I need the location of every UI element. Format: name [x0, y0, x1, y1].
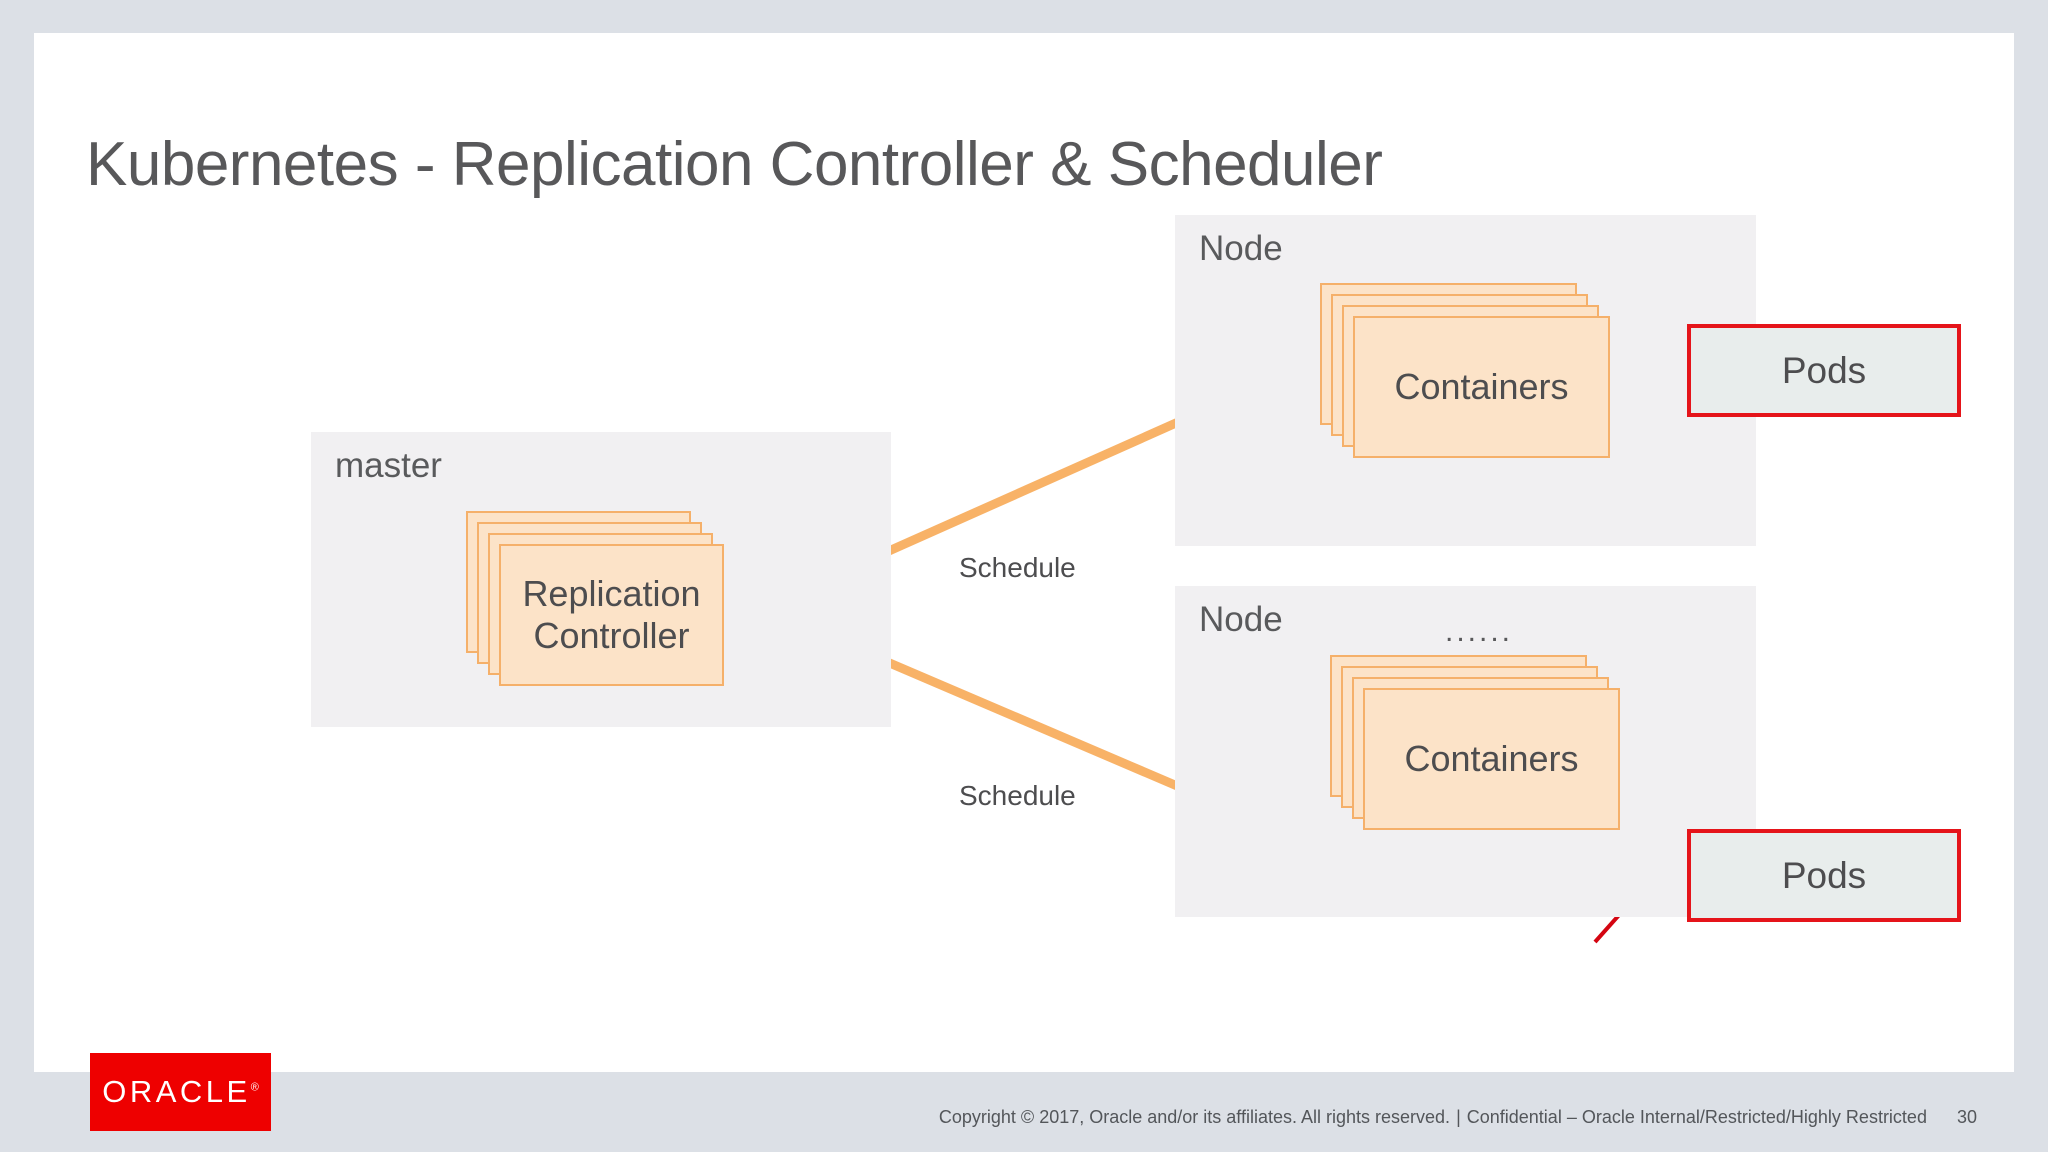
footer-copyright: Copyright © 2017, Oracle and/or its affi… [938, 1107, 1451, 1127]
oracle-wordmark: ORACLE® [102, 1074, 259, 1110]
oracle-wordmark-text: ORACLE [102, 1074, 251, 1109]
page-title: Kubernetes - Replication Controller & Sc… [86, 130, 1383, 199]
replication-controller-card-stack[interactable]: Replication Controller [466, 511, 724, 686]
schedule-label-top: Schedule [959, 552, 1076, 583]
containers-label-1: Containers [1394, 366, 1569, 408]
containers-card-stack-2[interactable]: Containers [1330, 655, 1620, 830]
schedule-label-bottom: Schedule [959, 780, 1076, 811]
containers-card-stack-1[interactable]: Containers [1320, 283, 1610, 458]
registered-trademark-icon: ® [250, 1081, 259, 1094]
node-label-1: Node [1199, 229, 1283, 268]
pods-callout-1: Pods [1687, 324, 1961, 417]
footer-confidentiality: Confidential – Oracle Internal/Restricte… [1466, 1107, 1927, 1127]
card-layer-1 [1353, 316, 1610, 458]
replication-controller-label: Replication Controller [499, 544, 724, 686]
card-layer-1 [499, 544, 724, 686]
node-label-2: Node [1199, 600, 1283, 639]
rc-label-line-2: Controller [533, 615, 690, 656]
master-label: master [335, 446, 442, 485]
card-layer-1 [1363, 688, 1620, 830]
containers-label-2: Containers [1404, 738, 1579, 780]
oracle-logo: ORACLE® [90, 1053, 271, 1131]
slide-surface: Kubernetes - Replication Controller & Sc… [34, 33, 2014, 1072]
footer-separator: | [1456, 1107, 1461, 1127]
architecture-diagram: master Replication Controller Node Conta… [34, 33, 2014, 1072]
continuation-ellipsis: ...... [1445, 615, 1514, 648]
pods-callout-2: Pods [1687, 829, 1961, 922]
rc-label-line-1: Replication [522, 573, 701, 615]
footer-legal-text: Copyright © 2017, Oracle and/or its affi… [0, 1107, 1977, 1128]
page-number: 30 [1956, 1107, 1977, 1127]
